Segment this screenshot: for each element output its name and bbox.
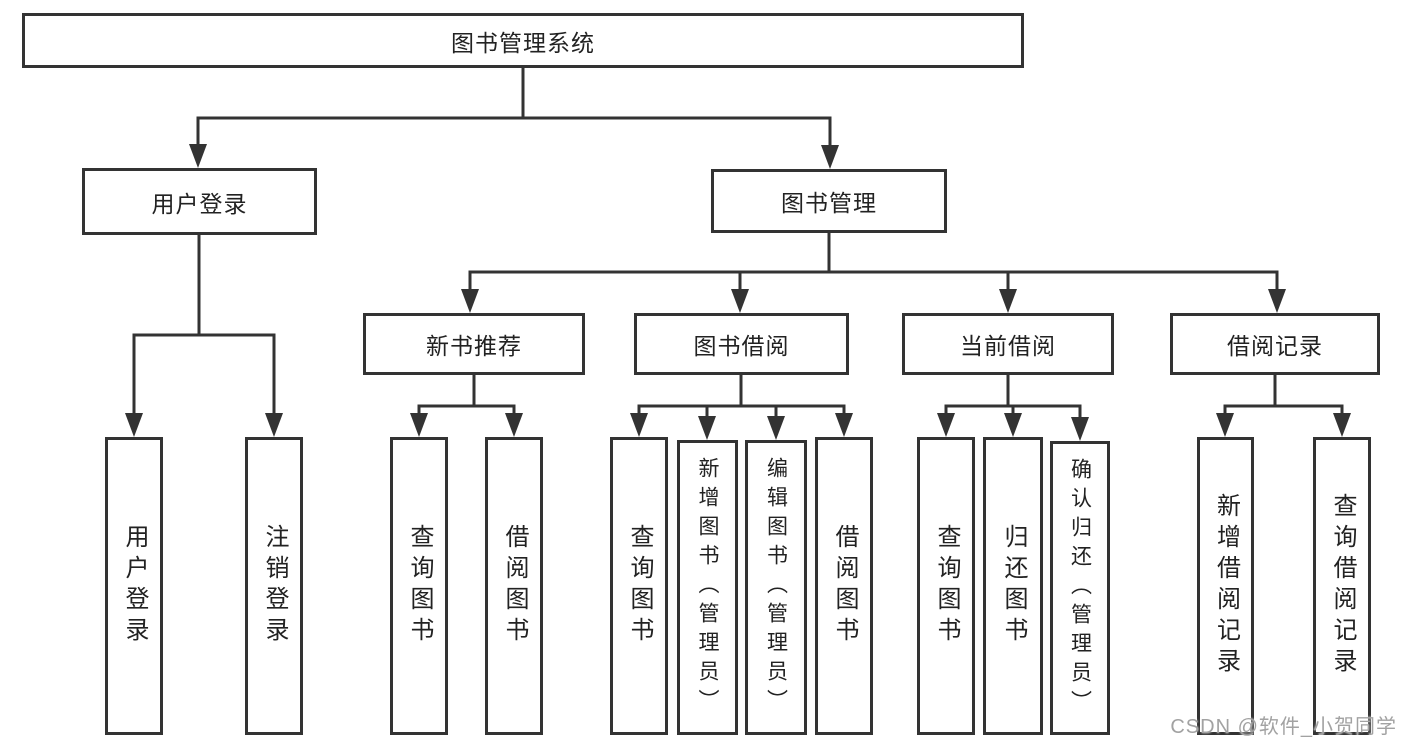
node-borrow-books-2: 借阅图书 xyxy=(815,437,873,735)
node-query-books-1: 查询图书 xyxy=(390,437,448,735)
node-query-books-3: 查询图书 xyxy=(917,437,975,735)
node-book-borrowing: 图书借阅 xyxy=(634,313,849,375)
node-return-books: 归还图书 xyxy=(983,437,1043,735)
node-current-borrowing: 当前借阅 xyxy=(902,313,1114,375)
node-add-books-admin: 新增图书（管理员） xyxy=(677,440,738,735)
node-root: 图书管理系统 xyxy=(22,13,1024,68)
node-edit-books-admin: 编辑图书（管理员） xyxy=(745,440,807,735)
node-borrowing-records: 借阅记录 xyxy=(1170,313,1380,375)
node-new-book-recommend: 新书推荐 xyxy=(363,313,585,375)
csdn-watermark: CSDN @软件_小贺同学 xyxy=(1170,716,1397,738)
node-user-login: 用户登录 xyxy=(105,437,163,735)
node-query-books-2: 查询图书 xyxy=(610,437,668,735)
node-add-borrow-record: 新增借阅记录 xyxy=(1197,437,1254,735)
node-query-borrow-record: 查询借阅记录 xyxy=(1313,437,1371,735)
node-logout: 注销登录 xyxy=(245,437,303,735)
node-confirm-return-admin: 确认归还（管理员） xyxy=(1050,441,1110,735)
node-user-login-group: 用户登录 xyxy=(82,168,317,235)
node-borrow-books-1: 借阅图书 xyxy=(485,437,543,735)
node-book-management: 图书管理 xyxy=(711,169,947,233)
